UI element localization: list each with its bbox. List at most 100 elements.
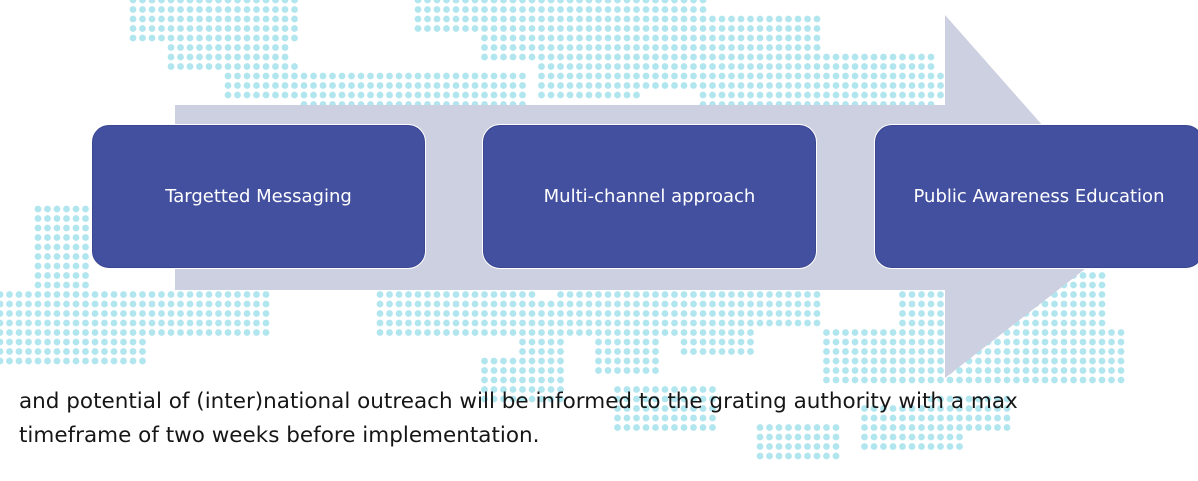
map-dot xyxy=(129,348,137,355)
map-dot xyxy=(6,300,13,308)
map-dot xyxy=(129,357,137,365)
map-dot xyxy=(509,329,517,336)
map-dot xyxy=(1079,319,1087,327)
map-dot xyxy=(186,15,194,23)
map-dot xyxy=(509,357,517,365)
map-dot xyxy=(120,348,127,355)
map-dot xyxy=(870,348,878,355)
map-dot xyxy=(633,367,640,374)
map-dot xyxy=(937,414,944,422)
map-dot xyxy=(34,272,42,279)
map-dot xyxy=(937,319,944,327)
map-dot xyxy=(861,424,868,431)
map-dot xyxy=(443,310,450,317)
map-dot xyxy=(481,53,488,61)
map-dot xyxy=(1051,319,1058,327)
map-dot xyxy=(937,338,944,346)
map-dot xyxy=(205,44,213,51)
map-dot xyxy=(794,300,802,308)
map-dot xyxy=(253,300,260,308)
map-dot xyxy=(443,25,450,32)
map-dot xyxy=(661,72,669,80)
map-dot xyxy=(937,357,944,365)
map-dot xyxy=(1051,329,1058,336)
map-dot xyxy=(899,338,906,346)
map-dot xyxy=(851,329,859,336)
map-dot xyxy=(395,82,403,89)
map-dot xyxy=(975,357,982,365)
map-dot xyxy=(1089,376,1096,384)
map-dot xyxy=(1098,272,1106,279)
map-dot xyxy=(614,44,621,51)
map-dot xyxy=(395,291,403,298)
map-dot xyxy=(443,291,450,298)
map-dot xyxy=(566,91,574,99)
map-dot xyxy=(785,15,792,23)
map-dot xyxy=(262,310,270,317)
map-dot xyxy=(281,6,289,13)
map-dot xyxy=(918,357,925,365)
map-dot xyxy=(680,414,688,422)
map-dot xyxy=(253,6,260,13)
map-dot xyxy=(652,405,659,412)
map-dot xyxy=(1041,329,1049,336)
map-dot xyxy=(756,300,764,308)
map-dot xyxy=(538,300,545,308)
map-dot xyxy=(15,338,23,346)
map-dot xyxy=(538,0,545,4)
map-dot xyxy=(234,291,241,298)
map-dot xyxy=(34,348,42,355)
map-dot xyxy=(376,300,384,308)
map-dot xyxy=(72,224,80,232)
map-dot xyxy=(614,319,621,327)
map-dot xyxy=(538,82,545,89)
map-dot xyxy=(728,44,735,51)
map-dot xyxy=(576,25,583,32)
map-dot xyxy=(671,424,678,431)
map-dot xyxy=(623,44,631,51)
map-dot xyxy=(614,63,621,70)
map-dot xyxy=(519,53,526,61)
map-dot xyxy=(889,414,897,422)
map-dot xyxy=(842,357,849,365)
map-dot xyxy=(291,91,298,99)
map-dot xyxy=(63,243,70,251)
map-dot xyxy=(547,44,555,51)
map-dot xyxy=(566,6,574,13)
map-dot xyxy=(908,91,916,99)
map-dot xyxy=(82,253,89,260)
map-dot xyxy=(889,72,897,80)
map-dot xyxy=(870,424,878,431)
map-dot xyxy=(272,15,279,23)
map-dot xyxy=(53,291,61,298)
map-dot xyxy=(224,329,232,336)
map-dot xyxy=(889,376,897,384)
map-dot xyxy=(747,310,754,317)
map-dot xyxy=(623,319,631,327)
map-dot xyxy=(823,357,830,365)
map-dot xyxy=(595,63,602,70)
map-dot xyxy=(899,424,906,431)
map-dot xyxy=(424,91,431,99)
map-dot xyxy=(880,433,887,441)
map-dot xyxy=(671,395,678,403)
map-dot xyxy=(538,44,545,51)
map-dot xyxy=(690,44,697,51)
map-dot xyxy=(547,6,555,13)
map-dot xyxy=(405,72,412,80)
map-dot xyxy=(196,44,203,51)
map-dot xyxy=(975,367,982,374)
map-dot xyxy=(870,329,878,336)
map-dot xyxy=(965,376,973,384)
map-dot xyxy=(462,6,469,13)
map-dot xyxy=(1089,300,1096,308)
map-dot xyxy=(899,82,906,89)
map-dot xyxy=(177,319,184,327)
map-dot xyxy=(63,234,70,241)
map-dot xyxy=(82,224,89,232)
map-dot xyxy=(82,234,89,241)
map-dot xyxy=(224,25,232,32)
map-dot xyxy=(443,82,450,89)
map-dot xyxy=(1013,329,1020,336)
map-dot xyxy=(395,300,403,308)
